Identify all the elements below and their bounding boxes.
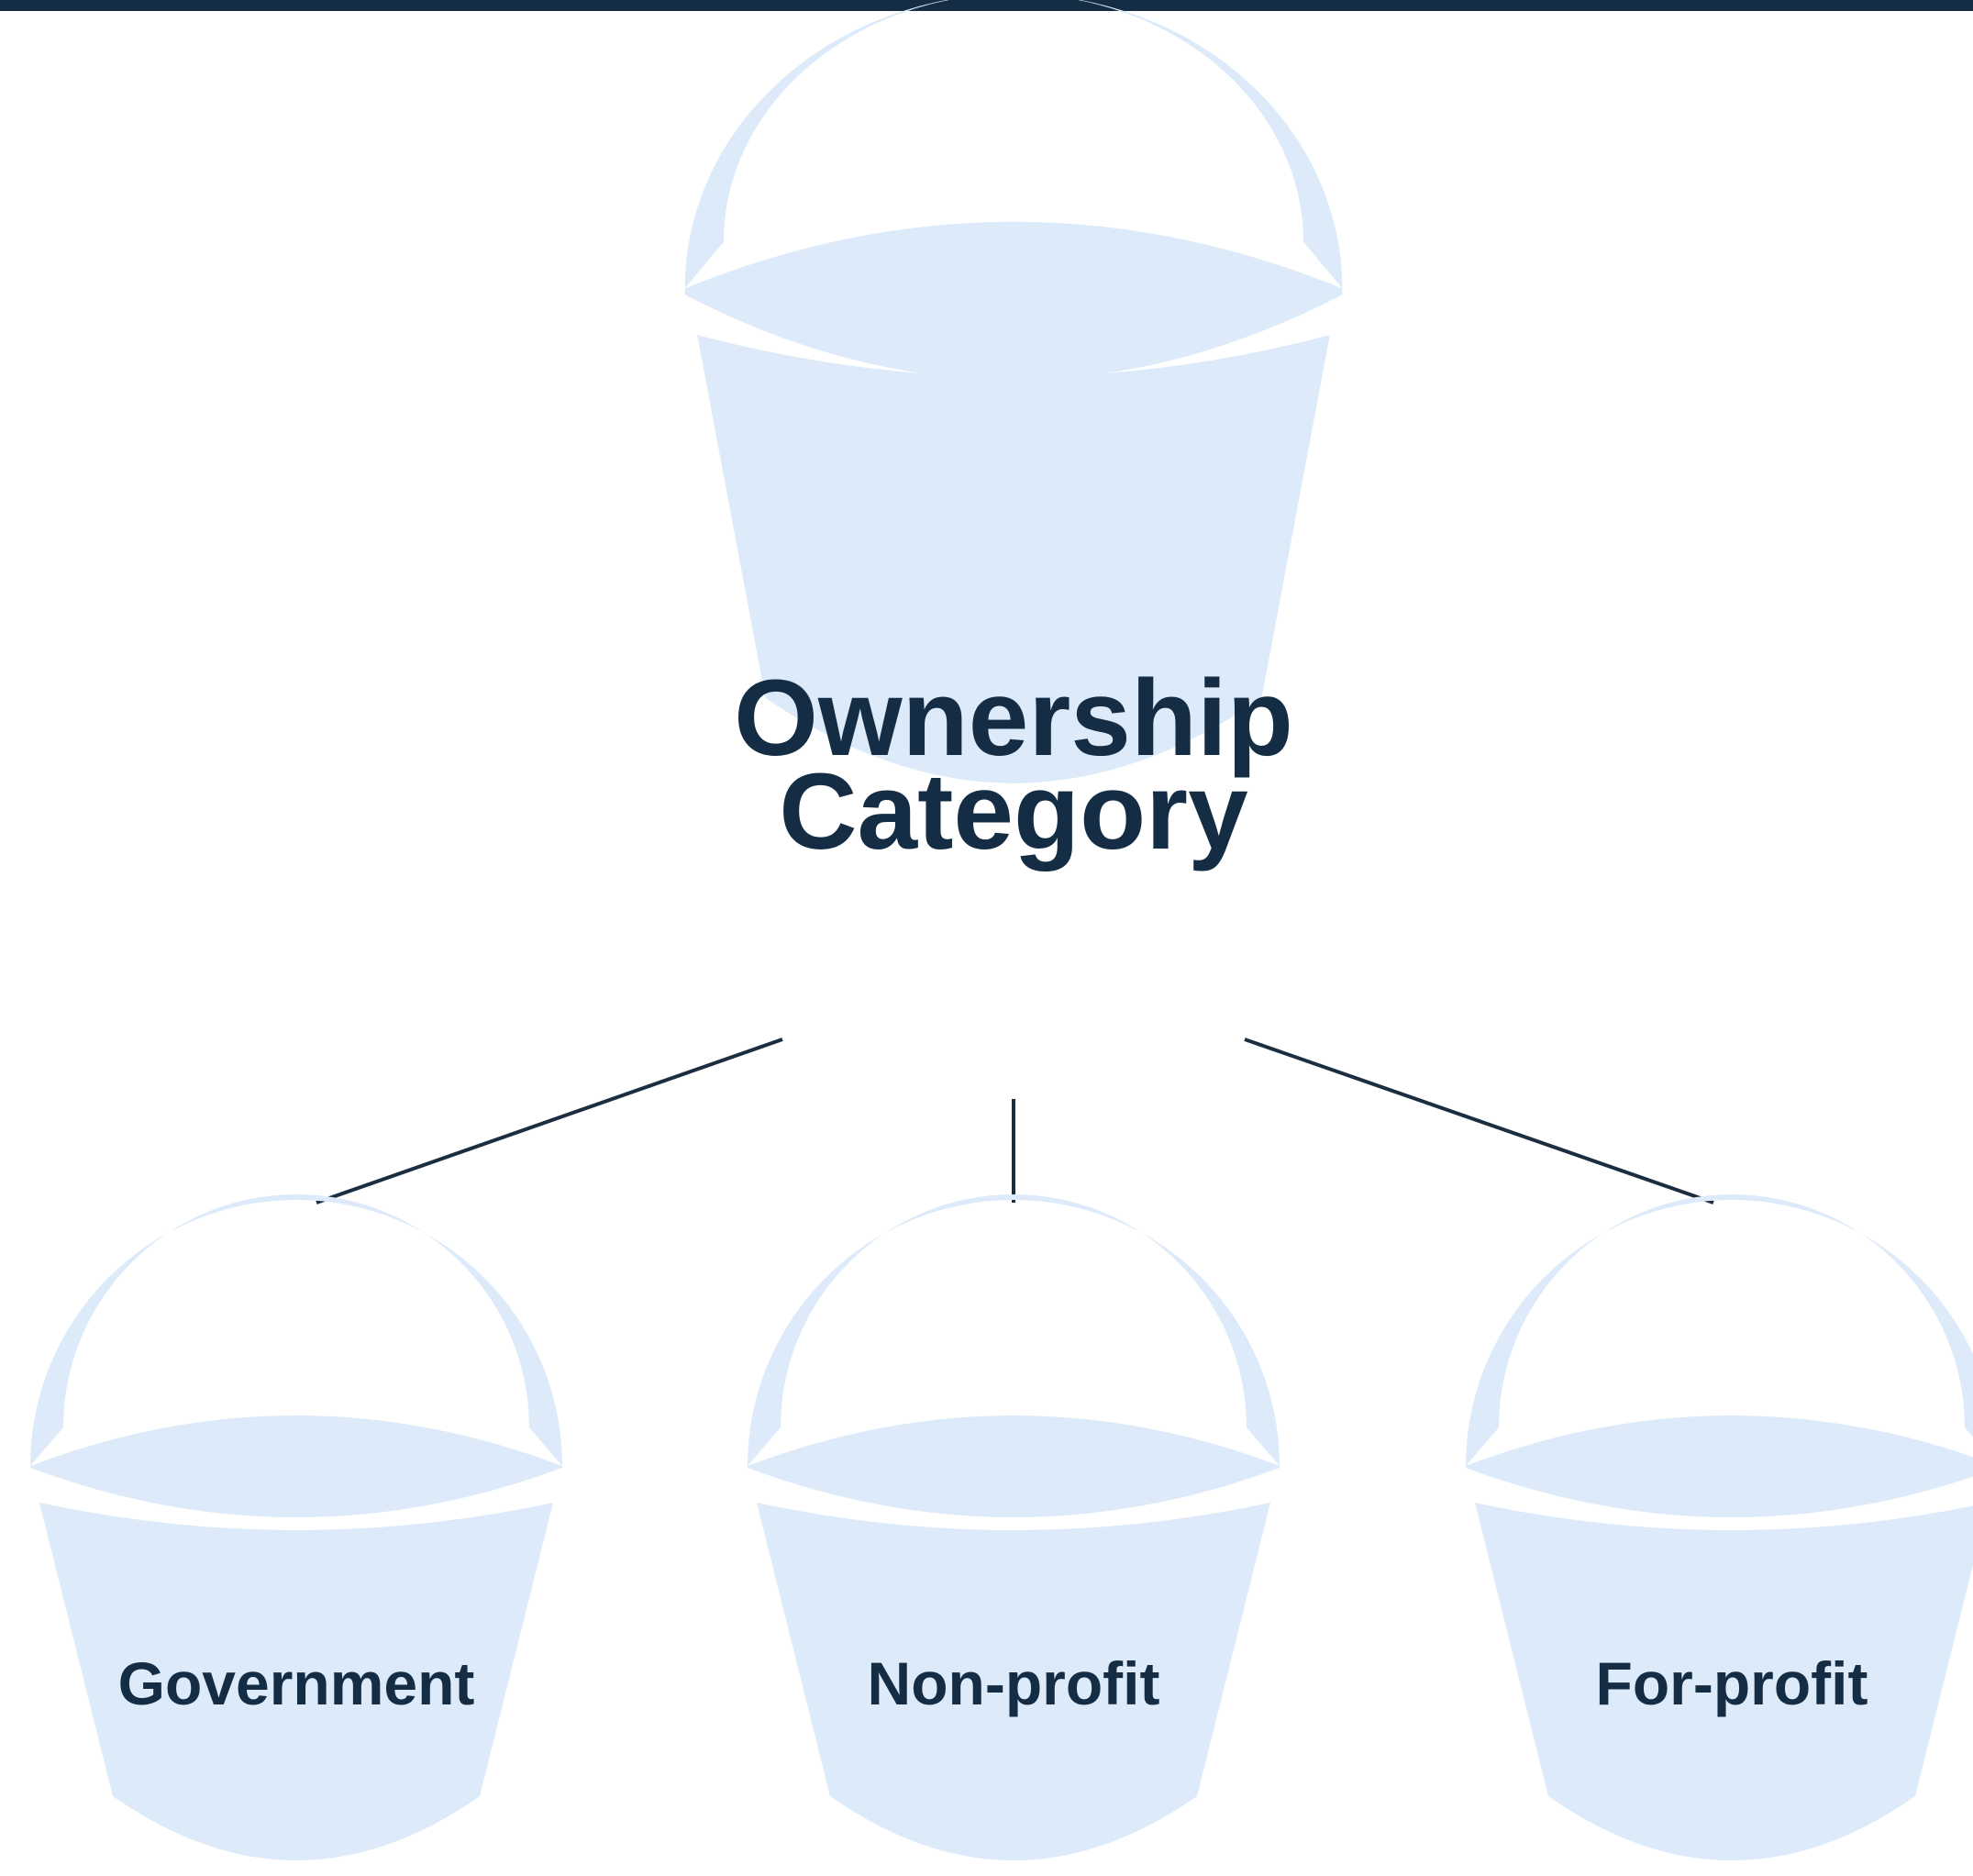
child-label-non-profit: Non-profit (868, 1649, 1160, 1717)
bucket-for-profit: For-profit (1466, 1194, 1973, 1860)
connector-root-to-for-profit (1244, 1038, 1714, 1204)
root-label-line-2: Category (779, 751, 1247, 872)
bucket-icon (30, 1194, 562, 1860)
child-label-for-profit: For-profit (1596, 1649, 1868, 1717)
bucket-non-profit: Non-profit (748, 1194, 1280, 1860)
root-label-line-1: Ownership (734, 658, 1293, 779)
bucket-root: Ownership Category (684, 0, 1343, 872)
top-bar (0, 0, 1973, 11)
connector-root-to-government (316, 1038, 783, 1204)
child-label-government: Government (118, 1649, 475, 1717)
connectors (316, 1038, 1714, 1204)
bucket-icon (748, 1194, 1280, 1860)
bucket-icon (1466, 1194, 1973, 1860)
bucket-icon (684, 0, 1343, 783)
bucket-government: Government (30, 1194, 562, 1860)
